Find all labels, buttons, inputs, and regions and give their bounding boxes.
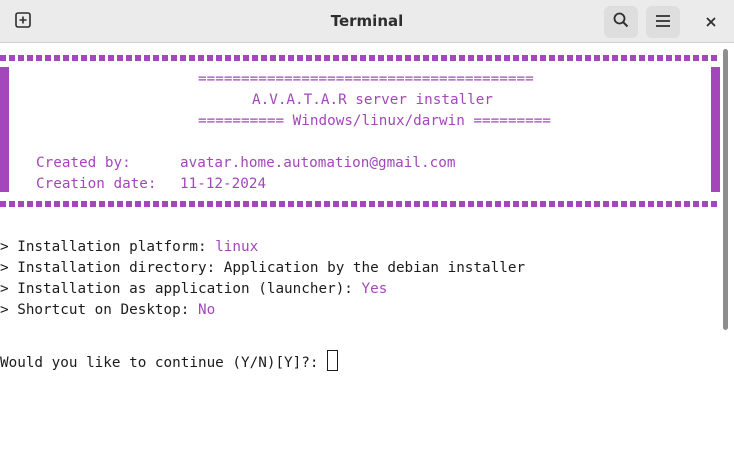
search-button[interactable] — [604, 6, 638, 38]
search-icon — [613, 12, 629, 32]
setting-line-platform: > Installation platform: linux — [0, 238, 258, 256]
close-button[interactable] — [694, 6, 728, 38]
setting-value: No — [197, 302, 216, 318]
creation-date-value: 11-12-2024 — [180, 176, 267, 192]
terminal-output[interactable]: ======================================= … — [0, 44, 721, 471]
text-cursor[interactable] — [327, 350, 339, 371]
hamburger-menu-icon — [655, 13, 671, 32]
close-icon — [705, 13, 717, 32]
created-by-value: avatar.home.automation@gmail.com — [180, 155, 456, 171]
banner-rule: ======================================= — [198, 71, 534, 87]
setting-line-launcher: > Installation as application (launcher)… — [0, 280, 387, 298]
banner-top-border — [0, 55, 719, 61]
banner-left-border — [0, 67, 9, 192]
window-title: Terminal — [330, 12, 404, 30]
continue-prompt: Would you like to continue (Y/N)[Y]?: — [0, 350, 339, 372]
created-by-label: Created by: — [36, 155, 131, 171]
setting-value: Yes — [361, 281, 388, 297]
prompt-text: Would you like to continue (Y/N)[Y]?: — [0, 355, 328, 371]
banner-title: A.V.A.T.A.R server installer — [252, 92, 494, 108]
scrollbar-thumb[interactable] — [723, 49, 728, 330]
setting-label: > Installation platform: — [0, 239, 216, 255]
banner-right-border — [711, 67, 720, 192]
new-tab-button[interactable] — [6, 6, 40, 38]
menu-button[interactable] — [646, 6, 680, 38]
setting-line-shortcut: > Shortcut on Desktop: No — [0, 301, 215, 319]
banner-bottom-border — [0, 201, 719, 207]
new-tab-icon — [15, 12, 31, 32]
setting-label: > Installation as application (launcher)… — [0, 281, 362, 297]
setting-line-directory: > Installation directory: Application by… — [0, 259, 525, 277]
setting-label: > Installation directory: Application by… — [0, 260, 526, 276]
creation-date-label: Creation date: — [36, 176, 157, 192]
banner-platforms: ========== Windows/linux/darwin ========… — [198, 113, 551, 129]
setting-label: > Shortcut on Desktop: — [0, 302, 198, 318]
setting-value: linux — [215, 239, 259, 255]
header-bar: Terminal — [0, 0, 734, 43]
